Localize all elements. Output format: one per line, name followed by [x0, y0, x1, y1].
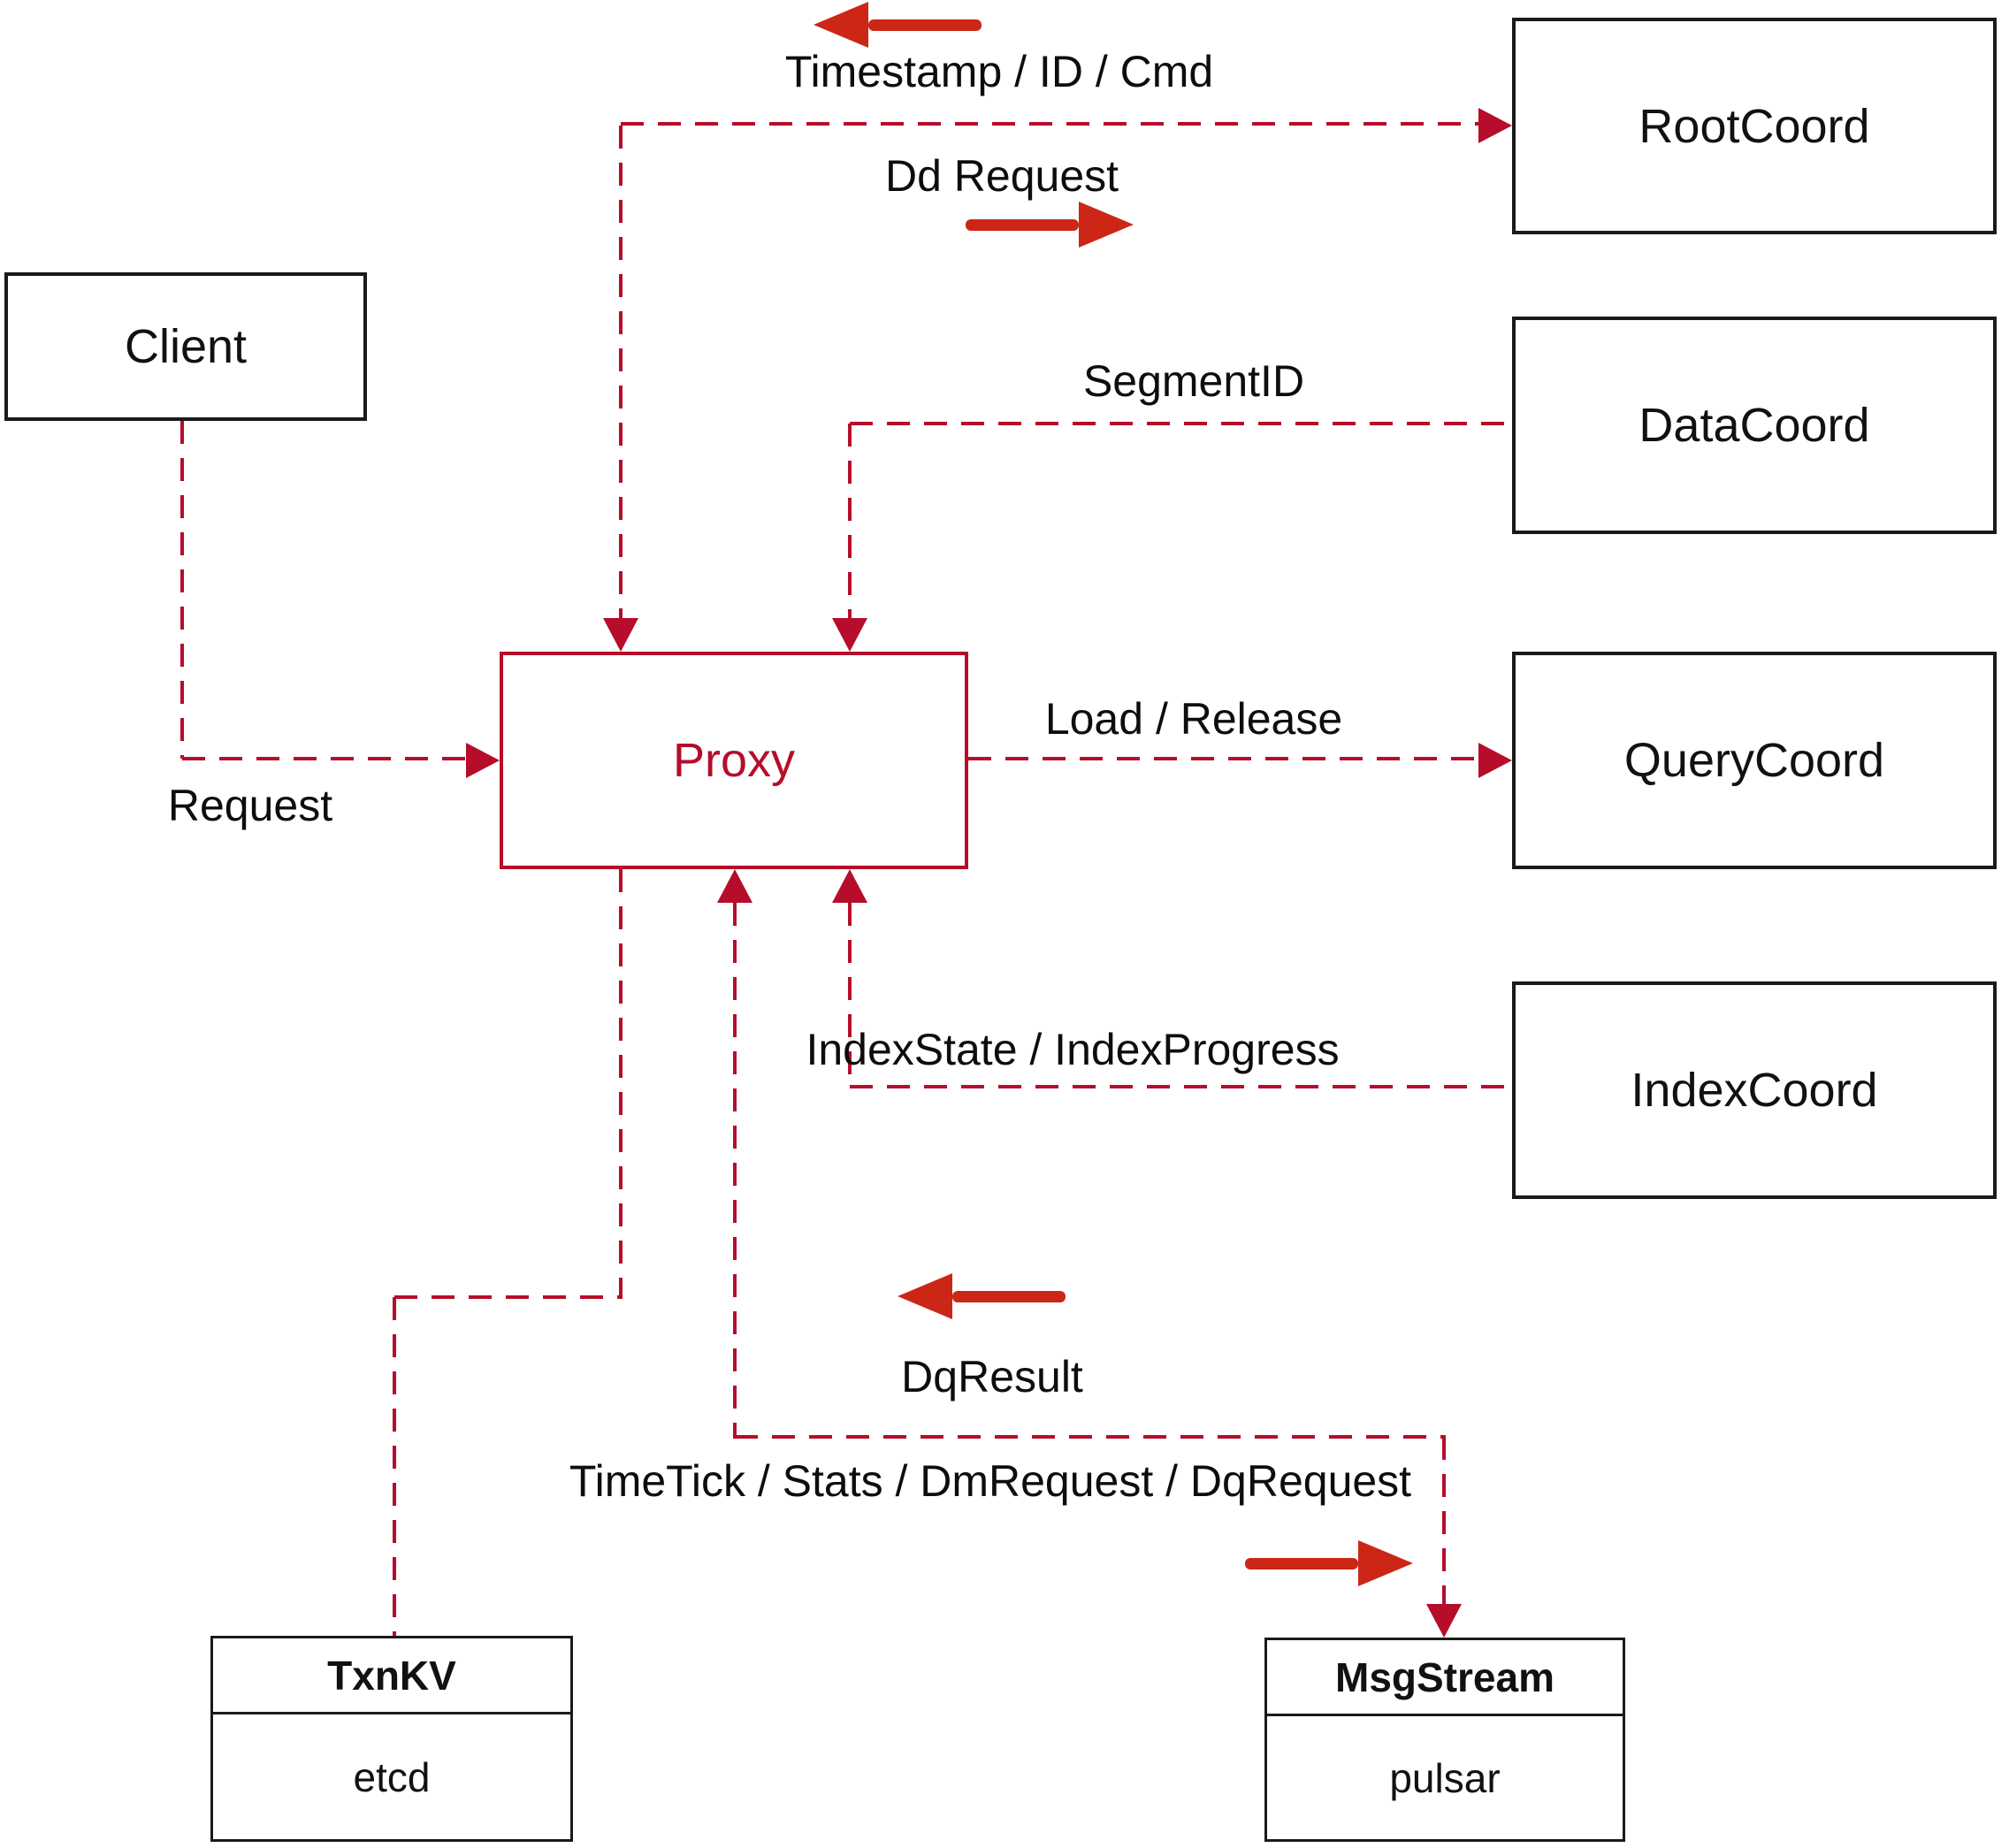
msgstream-title: MsgStream: [1267, 1640, 1623, 1716]
rootcoord-label: RootCoord: [1639, 99, 1870, 153]
indexcoord-label: IndexCoord: [1631, 1064, 1878, 1117]
querycoord-node: QueryCoord: [1512, 652, 1997, 869]
arrow-shaft: [966, 218, 1079, 231]
dqresult-label: DqResult: [901, 1352, 1083, 1401]
edge-indexcoord-proxy-horizontal: [850, 1085, 1512, 1088]
rootcoord-to-proxy-arrowhead-icon: [603, 618, 638, 652]
timetick-arrowhead-icon: [1426, 1604, 1462, 1638]
edge-datacoord-proxy-vertical: [848, 424, 852, 618]
edge-indexcoord-proxy-vertical: [848, 903, 852, 1087]
client-node: Client: [4, 272, 367, 421]
timestamp-direction-arrow-icon: [814, 2, 982, 48]
msgstream-node: MsgStream pulsar: [1264, 1638, 1625, 1842]
msgstream-impl: pulsar: [1389, 1754, 1501, 1801]
client-label: Client: [124, 320, 248, 373]
txnkv-node: TxnKV etcd: [210, 1636, 573, 1842]
dqresult-direction-arrow-icon: [898, 1273, 1066, 1319]
indexcoord-node: IndexCoord: [1512, 981, 1997, 1199]
querycoord-label: QueryCoord: [1623, 734, 1885, 787]
edge-proxy-msgstream-vertical-2: [1442, 1437, 1446, 1604]
edge-proxy-querycoord-horizontal: [968, 757, 1480, 760]
arrow-head-right: [1079, 202, 1134, 248]
indexstate-arrowhead-icon: [832, 869, 867, 903]
edge-client-proxy-horizontal: [182, 757, 466, 760]
txnkv-title: TxnKV: [213, 1638, 570, 1714]
load-release-label: Load / Release: [1044, 694, 1343, 744]
edge-proxy-txnkv-vertical-1: [619, 869, 623, 1299]
segmentid-label: SegmentID: [1082, 356, 1305, 406]
indexstate-label: IndexState / IndexProgress: [806, 1025, 1340, 1074]
edge-proxy-txnkv-horizontal: [394, 1295, 623, 1299]
edge-datacoord-proxy-horizontal: [850, 422, 1512, 425]
dd-request-direction-arrow-icon: [966, 202, 1134, 248]
edge-proxy-txnkv-vertical-2: [393, 1297, 396, 1636]
arrow-shaft: [868, 19, 982, 31]
timestamp-id-cmd-label: Timestamp / ID / Cmd: [784, 47, 1214, 96]
timetick-label: TimeTick / Stats / DmRequest / DqRequest: [569, 1456, 1412, 1506]
proxy-label: Proxy: [672, 734, 796, 787]
edge-proxy-msgstream-horizontal: [735, 1435, 1446, 1439]
txnkv-impl: etcd: [353, 1753, 431, 1800]
arrow-head-right: [1358, 1540, 1413, 1586]
edge-proxy-msgstream-vertical-1: [733, 903, 737, 1439]
rootcoord-node: RootCoord: [1512, 18, 1997, 234]
edge-proxy-rootcoord-vertical: [619, 126, 623, 618]
dqresult-arrowhead-icon: [717, 869, 752, 903]
proxy-to-rootcoord-arrowhead-icon: [1478, 108, 1512, 143]
request-label: Request: [167, 781, 333, 830]
arrow-head-left: [898, 1273, 952, 1319]
timetick-direction-arrow-icon: [1245, 1540, 1413, 1586]
arrow-shaft: [1245, 1557, 1358, 1569]
datacoord-label: DataCoord: [1639, 399, 1870, 452]
request-arrowhead-icon: [466, 743, 500, 778]
proxy-node: Proxy: [500, 652, 968, 869]
dd-request-label: Dd Request: [884, 151, 1119, 201]
datacoord-node: DataCoord: [1512, 317, 1997, 534]
arrow-head-left: [814, 2, 868, 48]
edge-client-proxy-vertical: [180, 421, 184, 759]
arrow-shaft: [952, 1290, 1066, 1302]
load-release-arrowhead-icon: [1478, 743, 1512, 778]
edge-proxy-rootcoord-horizontal: [621, 122, 1480, 126]
segmentid-arrowhead-icon: [832, 618, 867, 652]
